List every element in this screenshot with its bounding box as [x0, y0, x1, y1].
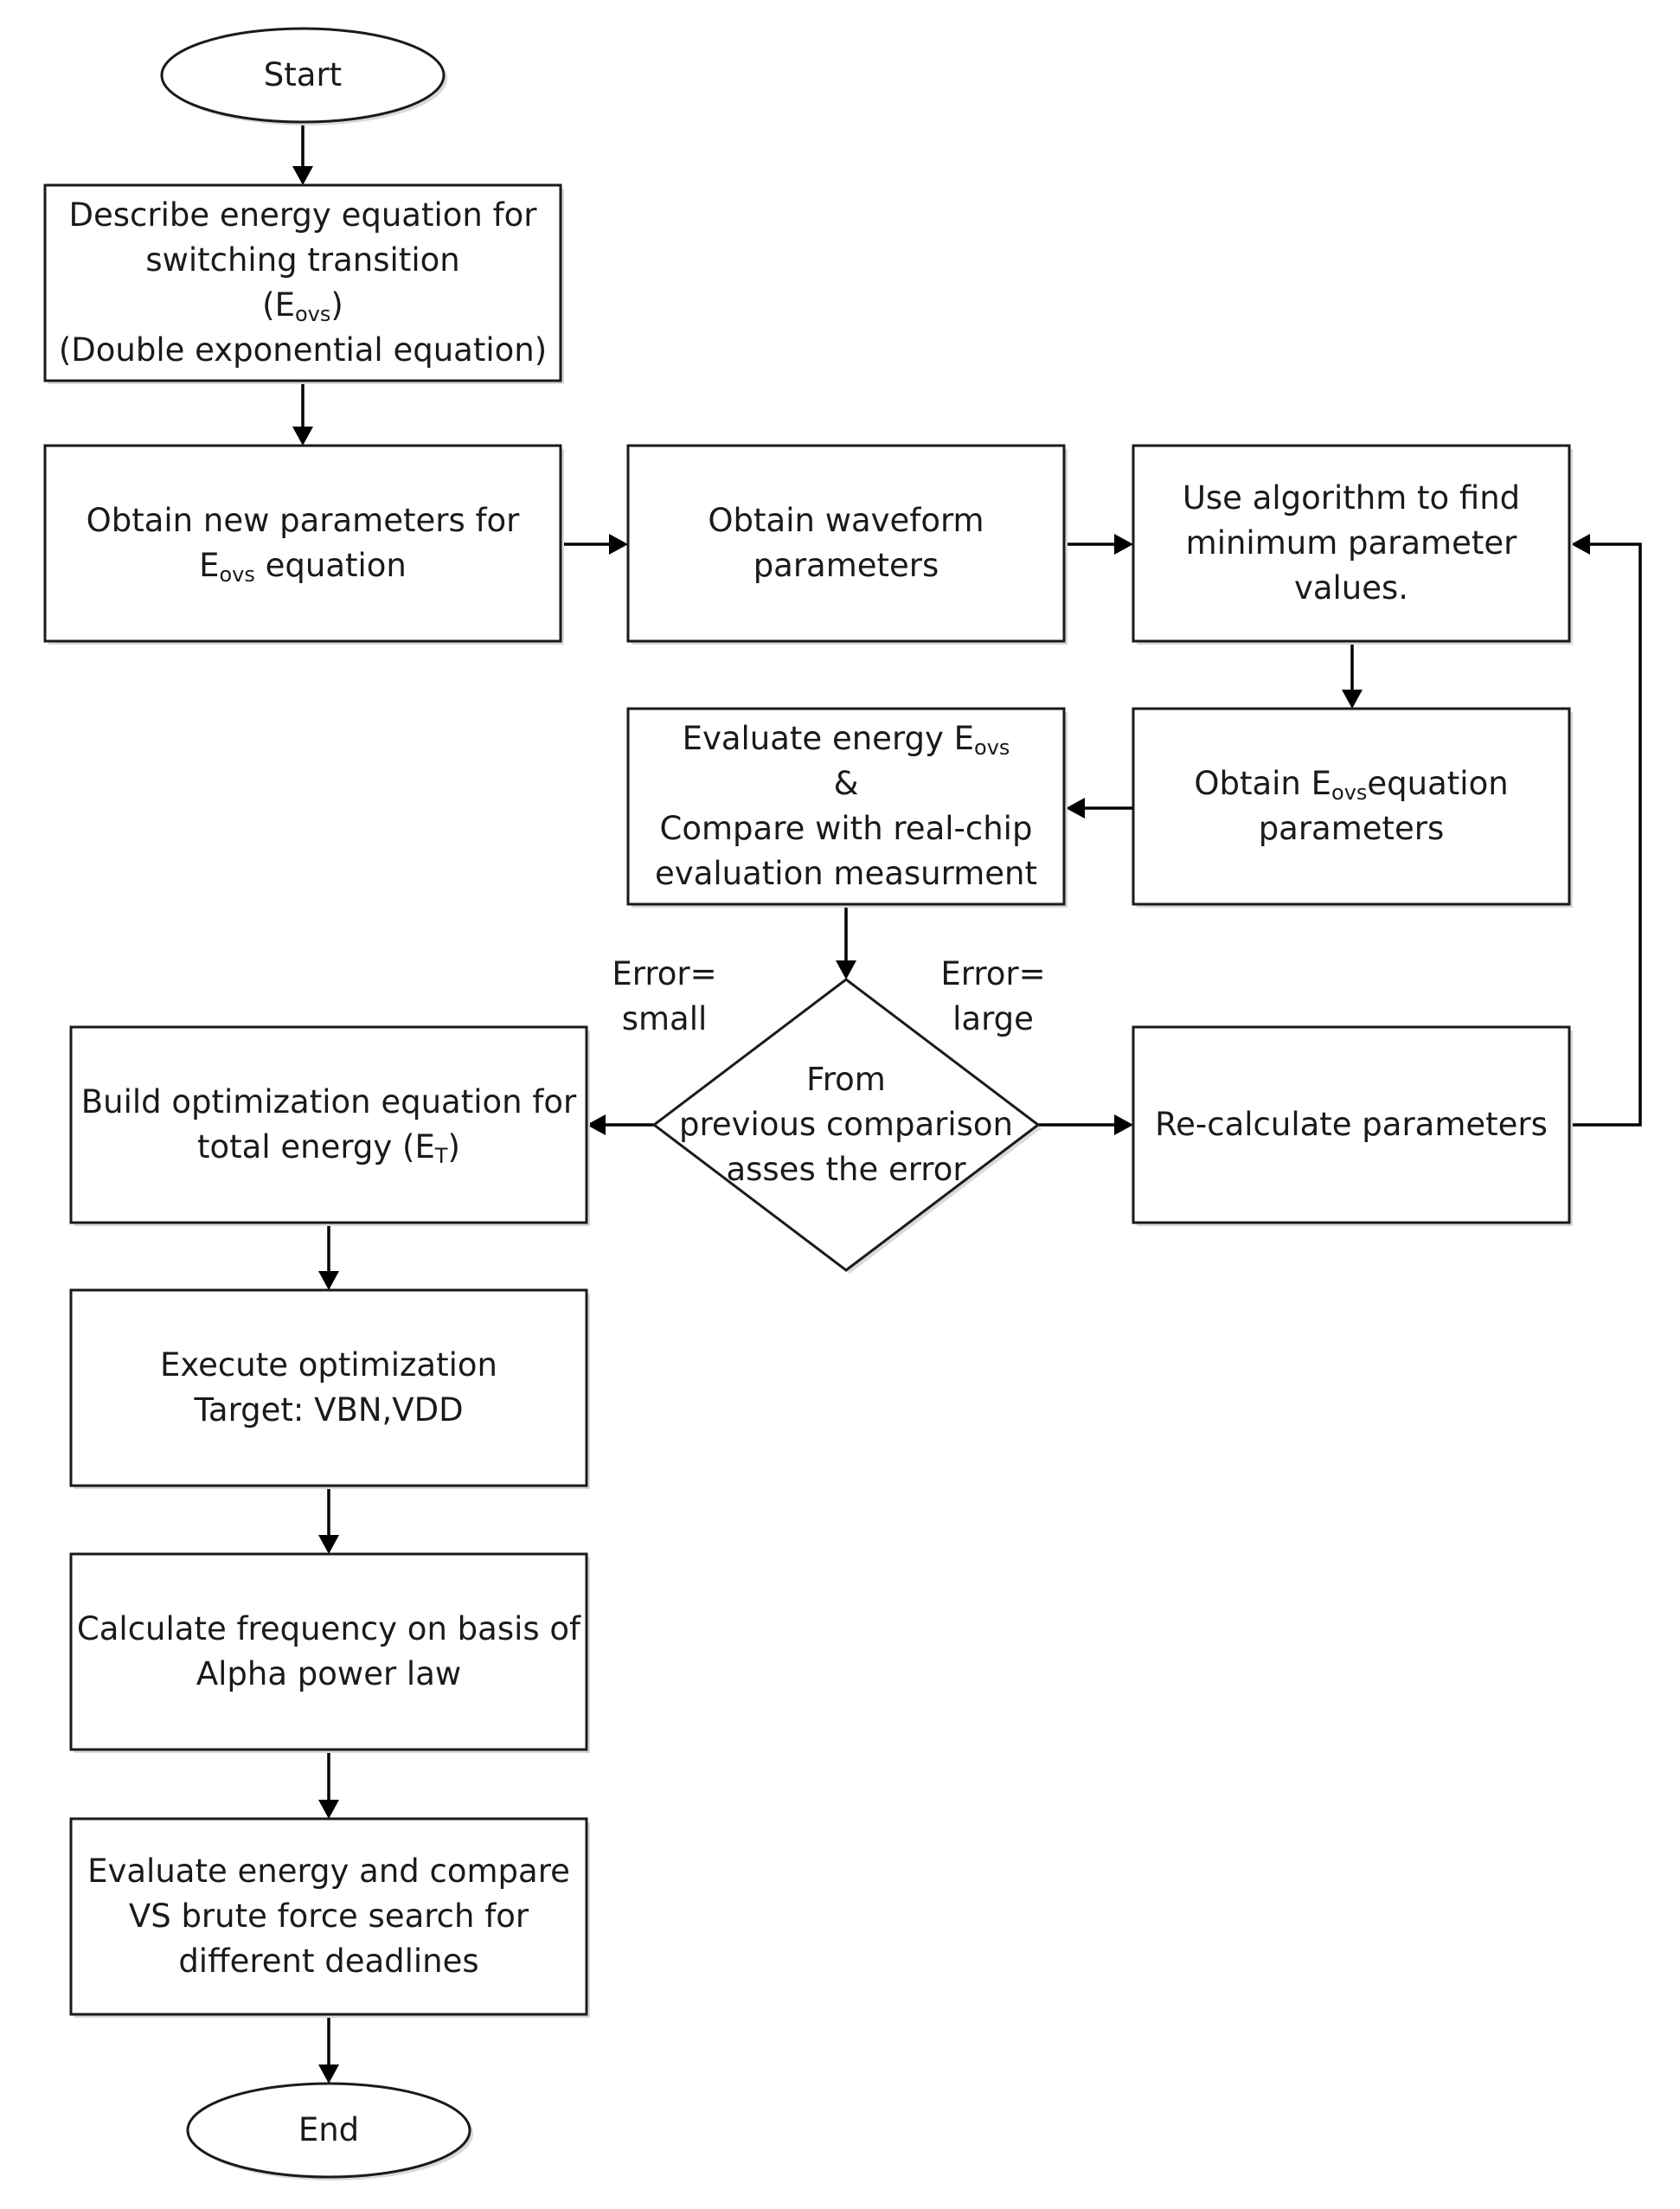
obtain-new-label: Obtain new parameters for Eovs equation: [86, 502, 520, 587]
execute-optimization-box: [69, 1288, 588, 1487]
evaluate-eovs-label: Evaluate energy Eovs & Compare with real…: [655, 720, 1037, 892]
error-decision-diamond: [651, 978, 1041, 1272]
start-label: Start: [263, 56, 343, 93]
obtain-new-box: [43, 444, 562, 643]
use-algorithm-label: Use algorithm to find minimum parameter …: [1182, 479, 1521, 607]
evaluate-energy-box: [69, 1817, 588, 2016]
recalculate-box: [1132, 1025, 1571, 1224]
describe-box: [43, 183, 562, 382]
end-terminal: [186, 2082, 471, 2179]
recalculate-label: Re-calculate parameters: [1155, 1106, 1548, 1143]
obtain-eovs-box: [1132, 707, 1571, 906]
obtain-waveform-label: Obtain waveform parameters: [708, 502, 984, 584]
obtain-waveform-box: [626, 444, 1066, 643]
evaluate-energy-label: Evaluate energy and compare VS brute for…: [87, 1853, 570, 1980]
execute-optimization-label: Execute optimization Target: VBN,VDD: [160, 1346, 497, 1429]
use-algorithm-box: [1132, 444, 1571, 643]
build-optimization-box: [69, 1025, 588, 1224]
decision-label: From previous comparison asses the error: [679, 1061, 1013, 1188]
evaluate-eovs-box: [626, 707, 1066, 906]
build-optimization-label: Build optimization equation for total en…: [80, 1083, 577, 1168]
error-small-label: Error= small: [612, 955, 717, 1037]
obtain-eovs-label: Obtain Eovsequation parameters: [1194, 765, 1509, 847]
end-label: End: [298, 2111, 360, 2148]
error-large-label: Error= large: [940, 955, 1046, 1037]
shapes: [43, 27, 1573, 2180]
calculate-frequency-box: [69, 1552, 588, 1751]
start-terminal: [160, 27, 446, 124]
describe-label: Describe energy equation for switching t…: [58, 196, 548, 369]
calculate-frequency-label: Calculate frequency on basis of Alpha po…: [76, 1610, 581, 1692]
connectors: [292, 125, 1642, 2084]
